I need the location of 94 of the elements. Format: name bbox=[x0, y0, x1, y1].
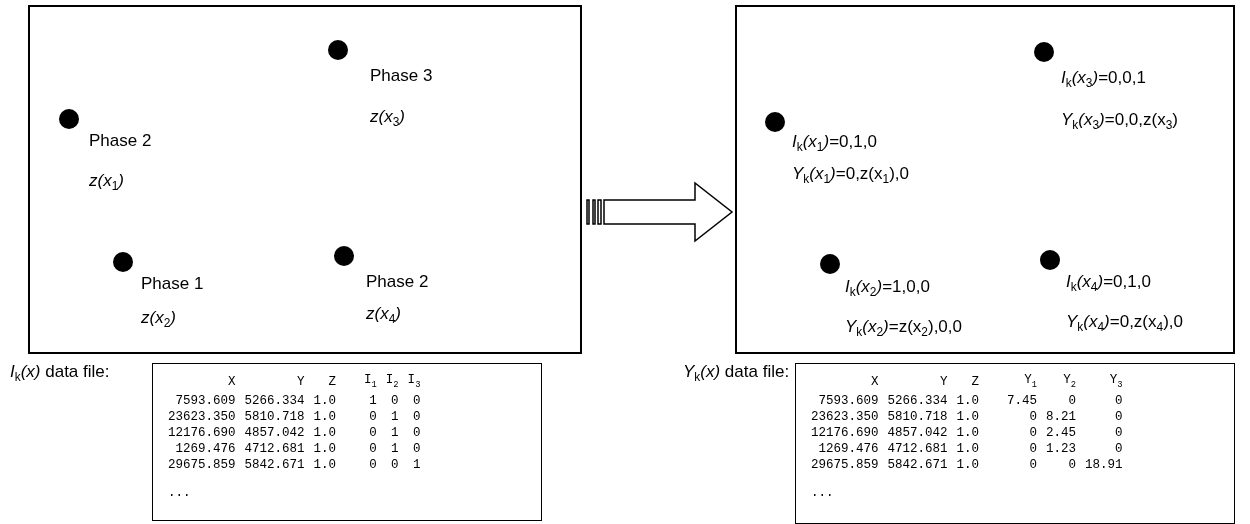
point-label: I$_{k}$(x$_{1}$)=0,1,0 bbox=[792, 132, 877, 157]
panel-frame bbox=[28, 5, 582, 354]
column-header: I$_{1}$ bbox=[336, 372, 377, 393]
column-header: X bbox=[227, 374, 236, 392]
point-label: I$_{k}$(x$_{2}$)=1,0,0 bbox=[845, 277, 930, 302]
point-value: Y$_{k}$(x$_{1}$)=0,z(x$_{1}$),0 bbox=[792, 164, 909, 189]
column-header: I$_{3}$ bbox=[406, 372, 421, 392]
table-caption: I$_{k}$(x) data file: bbox=[10, 362, 110, 385]
table-cell: 0 bbox=[1037, 392, 1077, 409]
table-cell: 0 bbox=[336, 424, 377, 441]
table-cell-text: 1.0 bbox=[955, 424, 980, 441]
point-label: I$_{k}$(x$_{3}$)=0,0,1 bbox=[1061, 68, 1146, 93]
table-cell-text: 7593.609 bbox=[817, 392, 879, 409]
table-cell-text: 1269.476 bbox=[817, 440, 879, 457]
table-cell-text: 12176.690 bbox=[810, 424, 879, 441]
table-cell: 18.91 bbox=[1076, 456, 1123, 473]
table-cell: 7.45 bbox=[979, 392, 1038, 409]
table-cell-text: 1 bbox=[411, 456, 421, 473]
column-header: Y bbox=[878, 372, 948, 393]
table-cell-text: 0 bbox=[390, 456, 399, 473]
table-cell-text: 5842.671 bbox=[243, 456, 305, 473]
table-cell-text: 1.0 bbox=[955, 408, 980, 425]
table-cell-text: 7593.609 bbox=[174, 392, 236, 409]
table-cell: 0 bbox=[336, 408, 377, 425]
table-cell-text: 0 bbox=[411, 440, 421, 457]
column-header: Z bbox=[304, 372, 337, 393]
table-cell: 0 bbox=[336, 440, 377, 457]
table-cell-text: 1 bbox=[390, 440, 399, 457]
table-cell-text: 0 bbox=[411, 392, 421, 409]
table-cell-text: 1.0 bbox=[312, 440, 337, 457]
table-cell: 0 bbox=[1076, 392, 1123, 409]
table-cell: 2.45 bbox=[1037, 424, 1077, 441]
table-cell-text: 4712.681 bbox=[886, 440, 948, 457]
panel-frame bbox=[735, 5, 1235, 354]
table-cell-text: 1.0 bbox=[312, 424, 337, 441]
column-header: Y$_{3}$ bbox=[1076, 372, 1123, 393]
point-label: Phase 2 bbox=[366, 272, 429, 292]
table-cell-text: 1.0 bbox=[955, 456, 980, 473]
table-cell-text: 1.0 bbox=[955, 440, 980, 457]
table-cell-text: 1.0 bbox=[312, 392, 337, 409]
table-cell: 1 bbox=[336, 392, 377, 409]
table-cell: 0 bbox=[336, 456, 377, 473]
point-label: Phase 3 bbox=[370, 66, 433, 86]
table-cell-text: 1269.476 bbox=[174, 440, 236, 457]
table-cell-text: 23623.350 bbox=[810, 408, 879, 425]
column-header: Z bbox=[947, 372, 980, 393]
point-value: z(x$_{2}$) bbox=[141, 308, 176, 333]
point-value: Y$_{k}$(x$_{3}$)=0,0,z(x$_{3}$) bbox=[1061, 110, 1178, 135]
point-label: Phase 2 bbox=[89, 131, 152, 151]
table-cell-text: 5266.334 bbox=[886, 392, 948, 409]
table-cell-text: 5842.671 bbox=[886, 456, 948, 473]
table-cell-text: 1 bbox=[390, 424, 399, 441]
table-cell: 0 bbox=[979, 408, 1038, 425]
table-cell: 0 bbox=[1076, 424, 1123, 441]
table-cell: 0 bbox=[979, 424, 1038, 441]
table-cell: 1.23 bbox=[1037, 440, 1077, 457]
point-value: z(x$_{1}$) bbox=[89, 171, 124, 196]
table-cell: 0 bbox=[979, 456, 1038, 473]
table-cell-text: 5266.334 bbox=[243, 392, 305, 409]
table-cell-text: 0 bbox=[411, 408, 421, 425]
table-cell-text: 4857.042 bbox=[243, 424, 305, 441]
table-cell-text: 5810.718 bbox=[243, 408, 305, 425]
point-value: Y$_{k}$(x$_{2}$)=z(x$_{2}$),0,0 bbox=[845, 317, 962, 342]
table-cell-text: 29675.859 bbox=[810, 456, 879, 473]
column-header: Y bbox=[235, 372, 305, 393]
table-cell-text: 29675.859 bbox=[167, 456, 236, 473]
table-caption: Y$_{k}$(x) data file: bbox=[683, 362, 790, 385]
ellipsis: ... bbox=[810, 484, 835, 501]
table-cell: 0 bbox=[1037, 456, 1077, 473]
point-label: Phase 1 bbox=[141, 274, 204, 294]
table-cell-text: 4857.042 bbox=[886, 424, 948, 441]
column-header: X bbox=[870, 374, 879, 392]
ellipsis: ... bbox=[167, 484, 192, 501]
table-cell: 0 bbox=[1076, 440, 1123, 457]
point-value: z(x$_{4}$) bbox=[366, 304, 401, 329]
table-cell-text: 1.0 bbox=[312, 408, 337, 425]
table-cell: 0 bbox=[376, 392, 399, 409]
table-cell: 0 bbox=[979, 440, 1038, 457]
table-cell-text: 4712.681 bbox=[243, 440, 305, 457]
column-header: Y$_{1}$ bbox=[979, 372, 1038, 393]
point-label: I$_{k}$(x$_{4}$)=0,1,0 bbox=[1066, 272, 1151, 297]
table-cell-text: 1.0 bbox=[312, 456, 337, 473]
point-value: Y$_{k}$(x$_{4}$)=0,z(x$_{4}$),0 bbox=[1066, 312, 1183, 337]
table-cell: 0 bbox=[1076, 408, 1123, 425]
table-cell-text: 1.0 bbox=[955, 392, 980, 409]
column-header: Y$_{2}$ bbox=[1037, 372, 1077, 393]
column-header: I$_{2}$ bbox=[376, 372, 399, 393]
table-cell-text: 23623.350 bbox=[167, 408, 236, 425]
table-cell-text: 0 bbox=[411, 424, 421, 441]
table-cell-text: 5810.718 bbox=[886, 408, 948, 425]
table-cell-text: 1 bbox=[390, 408, 399, 425]
point-value: z(x$_{3}$) bbox=[370, 107, 405, 132]
table-cell: 8.21 bbox=[1037, 408, 1077, 425]
table-cell-text: 12176.690 bbox=[167, 424, 236, 441]
